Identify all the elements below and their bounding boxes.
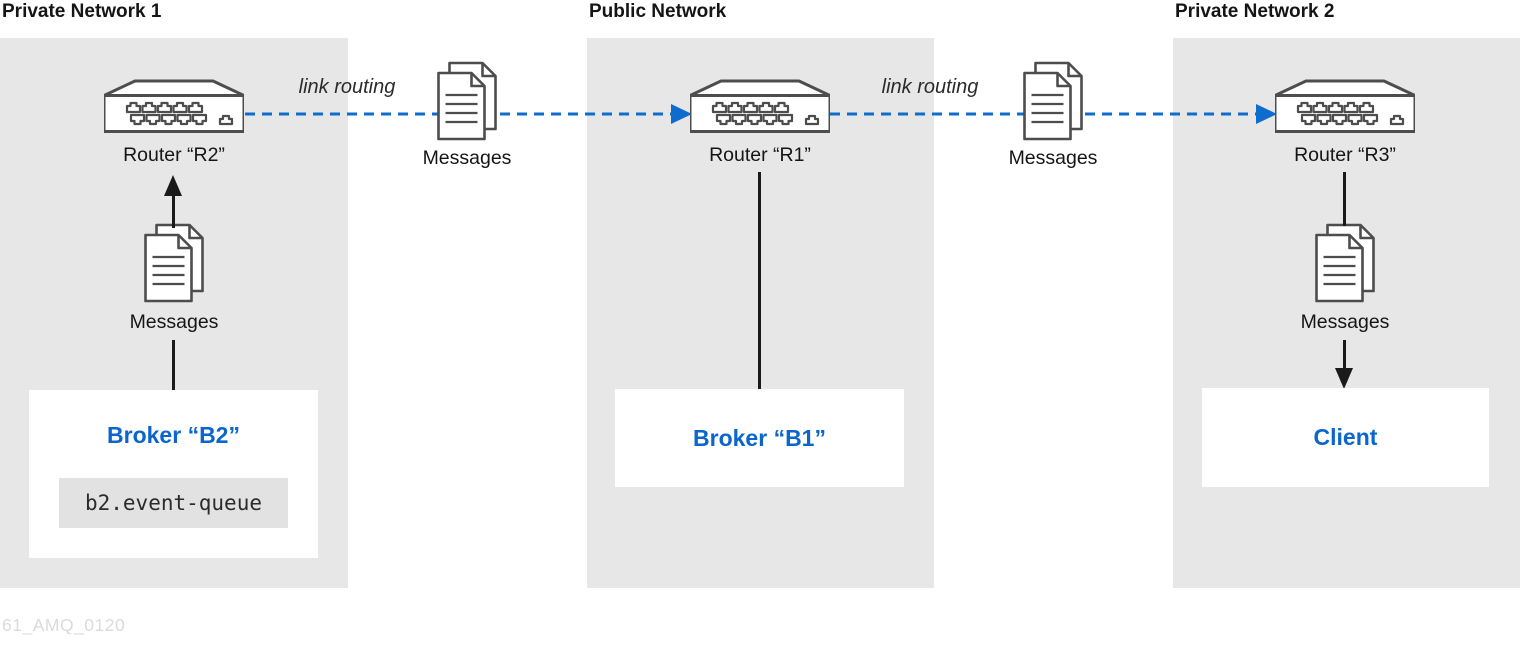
messages-label: Messages [1008,147,1098,169]
router-switch-icon [1275,79,1415,133]
messages-documents-icon [437,61,497,141]
messages-label: Messages [422,147,512,169]
panel-title-private-network-2: Private Network 2 [1175,1,1335,22]
figure-id-watermark: 61_AMQ_0120 [2,615,126,635]
arrow-right-icon [1256,104,1277,124]
connector-line [758,172,761,389]
messages-documents-icon [1315,223,1375,303]
broker-b2-node: Broker “B2” b2.event-queue [29,390,318,558]
link-routing-arrow-r2-to-r1 [245,104,692,124]
queue-box: b2.event-queue [59,478,288,528]
arrow-right-icon [671,104,692,124]
router-switch-icon [104,79,244,133]
connector-line [1343,172,1346,226]
link-routing-label: link routing [881,76,979,98]
router-r2-label: Router “R2” [123,144,225,166]
connector-line [1343,340,1346,369]
queue-name-label: b2.event-queue [84,491,262,515]
arrow-up-icon [164,175,182,196]
panel-title-private-network-1: Private Network 1 [2,1,162,22]
broker-b1-label: Broker “B1” [693,424,826,451]
connector-line [172,194,175,228]
router-switch-icon [690,79,830,133]
router-r3-label: Router “R3” [1294,144,1396,166]
panel-title-public-network: Public Network [589,1,727,22]
arrow-down-icon [1335,368,1353,389]
router-r1-label: Router “R1” [709,144,811,166]
link-routing-label: link routing [298,76,396,98]
messages-documents-icon [1023,61,1083,141]
messages-label: Messages [129,311,219,333]
link-routing-arrow-r1-to-r3 [830,104,1277,124]
messages-label: Messages [1300,311,1390,333]
broker-b1-node: Broker “B1” [615,389,904,487]
client-node: Client [1202,388,1489,487]
client-label: Client [1313,424,1378,450]
broker-b2-label: Broker “B2” [107,422,240,448]
connector-line [172,340,175,390]
messages-documents-icon [144,223,204,303]
